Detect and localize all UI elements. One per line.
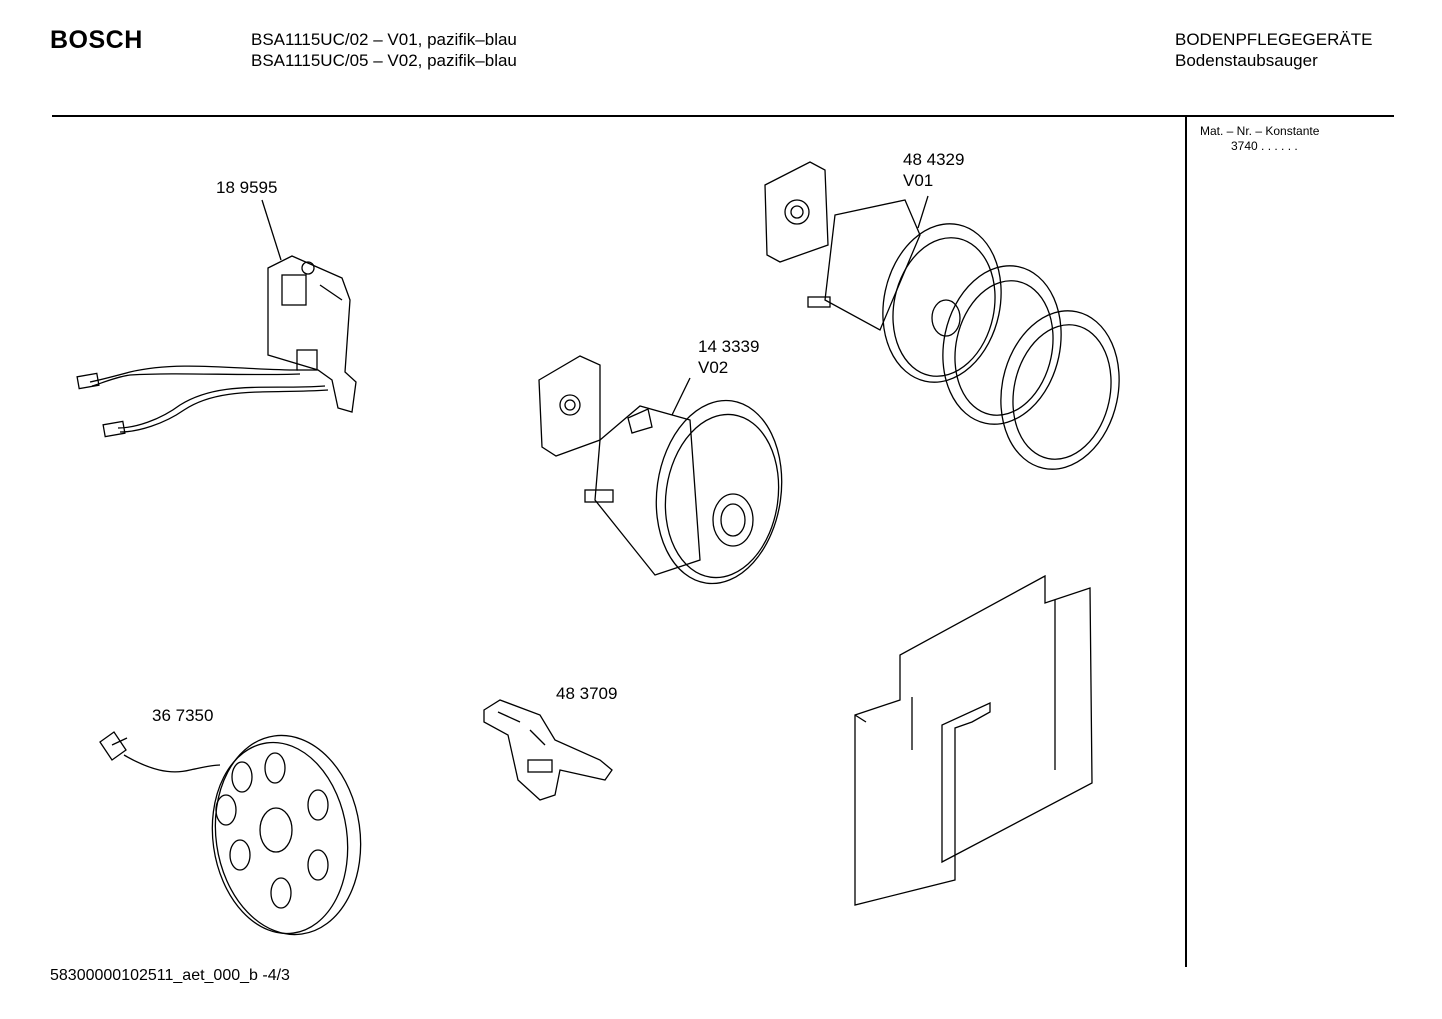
subcategory-title: Bodenstaubsauger (1175, 51, 1318, 70)
part-holder (483, 699, 613, 801)
mat-nr-value: 3740 . . . . . . (1231, 139, 1298, 153)
category-title: BODENPFLEGEGERÄTE (1175, 30, 1373, 49)
label-48-4329: 48 4329 (903, 150, 964, 169)
part-switch-assembly (76, 199, 357, 438)
label-48-3709: 48 3709 (556, 684, 617, 703)
label-36-7350: 36 7350 (152, 706, 213, 725)
label-48-4329-variant: V01 (903, 171, 933, 190)
model-line-2: BSA1115UC/05 – V02, pazifik–blau (251, 51, 517, 70)
document-code: 58300000102511_aet_000_b -4/3 (50, 967, 290, 984)
header-divider (52, 115, 1394, 117)
mat-nr-label: Mat. – Nr. – Konstante (1200, 124, 1320, 138)
packaging-insert (854, 574, 1093, 906)
part-motor-v02 (538, 355, 783, 585)
label-14-3339: 14 3339 (698, 337, 759, 356)
label-14-3339-variant: V02 (698, 358, 728, 377)
part-cable-reel (99, 731, 362, 936)
label-18-9595: 18 9595 (216, 178, 277, 197)
part-motor-v01 (764, 161, 1120, 470)
sidebar-divider (1185, 117, 1187, 967)
model-line-1: BSA1115UC/02 – V01, pazifik–blau (251, 30, 517, 49)
brand-logo: BOSCH (50, 26, 143, 54)
